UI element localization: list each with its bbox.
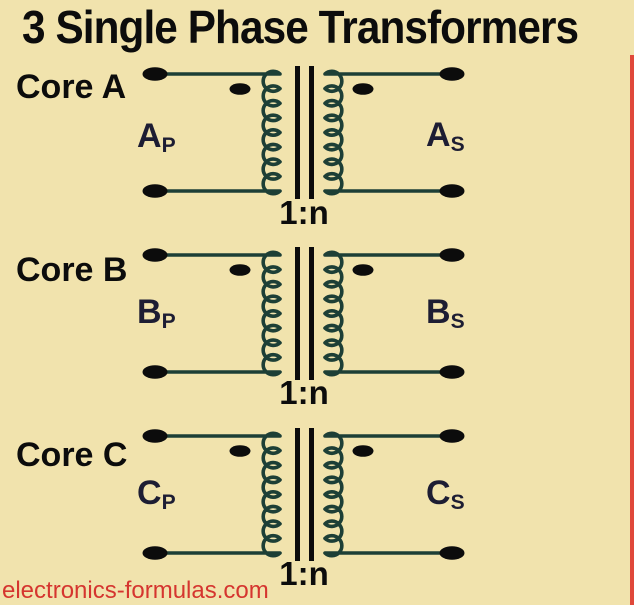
core-a-label: Core A (16, 68, 127, 106)
transformer-a-schematic (142, 66, 465, 199)
terminal-dot (439, 429, 465, 443)
terminal-dot (439, 184, 465, 198)
primary-polarity-dot (229, 264, 251, 276)
secondary-winding-label: AS (426, 116, 465, 157)
primary-polarity-dot (229, 445, 251, 457)
secondary-winding-label: CS (426, 474, 465, 515)
secondary-polarity-dot (352, 445, 374, 457)
transformer-c-schematic (142, 428, 465, 561)
subscript: P (161, 134, 176, 158)
turns-ratio-label: 1:n (279, 374, 329, 411)
primary-winding-label: BP (137, 293, 176, 334)
subscript: P (161, 310, 176, 334)
primary-winding-coil (153, 69, 282, 196)
transformer-b-schematic (142, 247, 465, 380)
subscript: S (450, 133, 465, 157)
subscript: S (450, 491, 465, 515)
turns-ratio-label: 1:n (279, 194, 329, 231)
terminal-dot (142, 67, 168, 81)
terminal-dot (439, 248, 465, 262)
subscript: P (161, 491, 176, 515)
primary-winding-coil (153, 250, 282, 377)
terminal-dot (142, 546, 168, 560)
terminal-dot (142, 248, 168, 262)
watermark-text: electronics-formulas.com (2, 577, 269, 604)
secondary-polarity-dot (352, 83, 374, 95)
terminal-dot (142, 429, 168, 443)
core-b-label: Core B (16, 251, 128, 289)
subscript: S (450, 310, 465, 334)
primary-winding-label: CP (137, 474, 176, 515)
diagram-title: 3 Single Phase Transformers (22, 1, 579, 53)
secondary-winding-label: BS (426, 293, 465, 334)
secondary-winding-coil (323, 250, 454, 377)
secondary-winding-coil (323, 69, 454, 196)
turns-ratio-label: 1:n (279, 555, 329, 592)
secondary-polarity-dot (352, 264, 374, 276)
primary-winding-coil (153, 431, 282, 558)
right-edge-artifact (630, 55, 634, 605)
terminal-dot (439, 546, 465, 560)
terminal-dot (439, 67, 465, 81)
primary-polarity-dot (229, 83, 251, 95)
terminal-dot (439, 365, 465, 379)
terminal-dot (142, 184, 168, 198)
terminal-dot (142, 365, 168, 379)
secondary-winding-coil (323, 431, 454, 558)
core-c-label: Core C (16, 436, 128, 474)
primary-winding-label: AP (137, 117, 176, 158)
